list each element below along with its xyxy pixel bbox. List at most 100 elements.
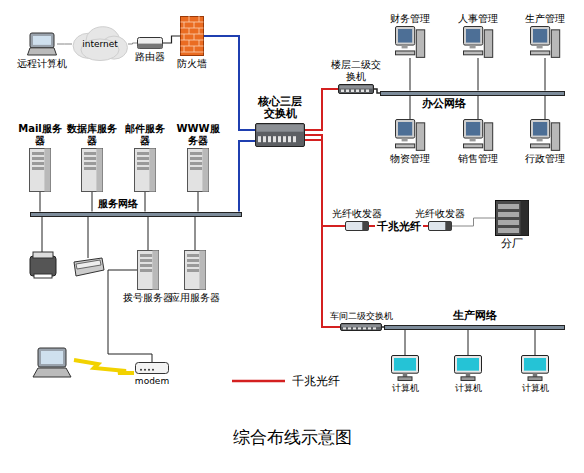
modem-led — [140, 369, 142, 371]
node-label: 人事管理 — [458, 13, 498, 25]
router-front — [138, 44, 163, 49]
node-label: 远程计算机 — [17, 58, 67, 70]
brick-line — [199, 28, 200, 34]
switch-top — [340, 86, 373, 89]
laptop-base — [33, 368, 71, 377]
keyboard — [464, 51, 483, 55]
cable — [148, 217, 149, 251]
server-case — [138, 251, 159, 290]
cable — [405, 330, 406, 356]
modem: modem — [135, 362, 169, 386]
rack-side — [521, 201, 529, 236]
computer: 计算机 — [454, 355, 482, 393]
node-label: 光纤收发器 — [332, 208, 382, 220]
brick-line — [199, 40, 200, 46]
switch-port — [356, 90, 359, 93]
monitor-screen — [533, 29, 547, 43]
floor-switch: 楼层二级交 换机 — [331, 59, 381, 94]
node-label: 销售管理 — [458, 153, 498, 165]
computer: 计算机 — [521, 355, 549, 393]
drive-bay — [187, 269, 199, 272]
legend-line — [232, 380, 285, 383]
printer-tray — [34, 274, 52, 278]
drive-bay — [137, 167, 149, 170]
monitor-stand — [402, 45, 408, 48]
drive-bay — [187, 264, 199, 267]
switch-port — [351, 90, 354, 93]
rack-unit — [498, 228, 519, 233]
wireless-link — [74, 360, 134, 373]
drive-bay — [32, 162, 44, 165]
switch-port — [278, 136, 281, 142]
fiber-transceiver: 光纤收发器 — [415, 208, 465, 232]
switch-port — [343, 327, 346, 329]
switch-icon — [338, 84, 374, 94]
scanner-icon — [74, 258, 104, 276]
scanner-body — [74, 258, 104, 276]
bus-bar — [385, 325, 565, 329]
bus-bar — [381, 91, 565, 95]
server-case — [82, 149, 103, 192]
node-label: 楼层二级交 换机 — [331, 59, 381, 82]
pc-tower — [551, 123, 559, 151]
switch-port — [268, 136, 271, 142]
brick-line — [189, 16, 190, 22]
cable — [410, 96, 411, 120]
monitor — [464, 27, 483, 46]
printer-paper — [33, 252, 53, 258]
service-network-bus: 服务网络 — [30, 198, 242, 217]
rack-unit — [498, 220, 519, 225]
keyboard — [531, 51, 550, 55]
laptop-screen — [30, 33, 54, 48]
cable — [40, 192, 41, 212]
laptop-display — [33, 36, 51, 45]
comp-icon — [521, 355, 549, 381]
switch-port — [258, 136, 261, 142]
pc-icon — [463, 26, 493, 58]
drive-bay — [32, 157, 44, 160]
brick-line — [199, 16, 200, 22]
office-network-bus: 办公网络 — [380, 91, 565, 111]
office-pc: 生产管理 — [525, 13, 565, 59]
comp-icon — [391, 355, 419, 381]
xcvr-icon — [345, 221, 369, 231]
drive-bay — [137, 162, 149, 165]
monitor-base — [461, 377, 475, 381]
laptop-base — [28, 48, 57, 55]
node-label: 数据库服务 器 — [67, 123, 117, 146]
modem-icon — [135, 362, 169, 374]
drive-bay — [190, 167, 202, 170]
brick-line — [189, 28, 190, 34]
cable — [468, 330, 469, 356]
monitor — [531, 120, 550, 139]
firewall-icon — [180, 16, 204, 56]
server-icon — [137, 250, 159, 290]
monitor-screen — [398, 122, 412, 136]
drive-bay — [140, 259, 152, 262]
monitor-base — [398, 377, 412, 381]
node-label: 分厂 — [501, 238, 523, 251]
brick-line — [194, 22, 195, 28]
node-label: 计算机 — [455, 383, 482, 393]
cable — [545, 58, 546, 91]
branch-factory: 分厂 — [495, 200, 529, 251]
server: 数据库服务 器 — [67, 123, 117, 192]
monitor-stand — [470, 45, 476, 48]
drive-bay — [190, 152, 202, 155]
node-label: 光纤收发器 — [415, 208, 465, 220]
rack-unit — [498, 212, 519, 217]
cable — [452, 218, 495, 226]
keyboard — [464, 144, 483, 148]
server-side — [96, 149, 102, 192]
drive-bay — [84, 162, 96, 165]
bus-icon — [384, 325, 565, 330]
switch-port — [273, 136, 276, 142]
drive-bay — [187, 259, 199, 262]
office-pc: 财务管理 — [390, 13, 430, 59]
computer: 计算机 — [391, 355, 419, 393]
monitor-screen — [394, 358, 416, 371]
cable — [545, 96, 546, 120]
node-label: 办公网络 — [422, 98, 466, 111]
switch-icon — [340, 323, 382, 331]
